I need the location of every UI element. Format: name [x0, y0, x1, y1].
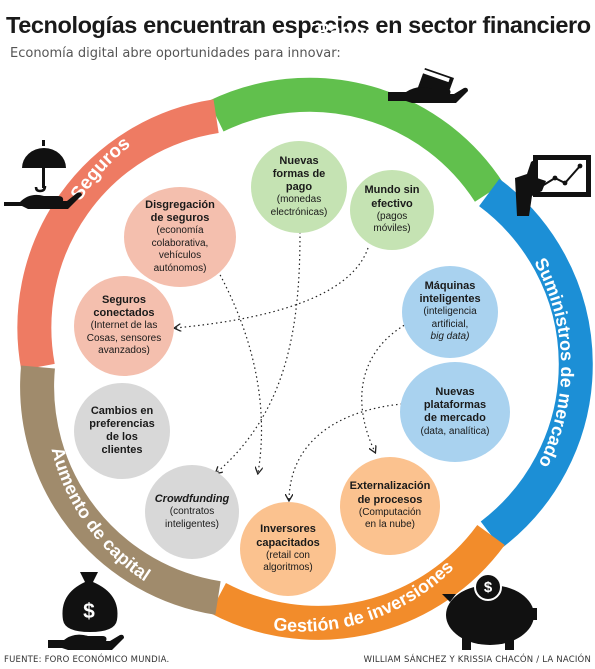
node-title-line: Inversores	[260, 523, 316, 536]
node-detail-line: (monedas	[276, 194, 322, 206]
node-detail-line: en la nube)	[364, 519, 416, 531]
arrow-disgregacion-to-crowdfunding	[217, 270, 262, 473]
node-detail-line: (Internet de las	[90, 320, 158, 332]
node-maquinas-inteligentes: Máquinas inteligentes (inteligencia arti…	[402, 266, 498, 358]
node-title-line: Máquinas	[424, 280, 476, 293]
node-inversores-capacitados: Inversores capacitados (retail con algor…	[240, 502, 336, 596]
node-detail-line: electrónicas)	[270, 206, 328, 218]
node-externalizacion-procesos: Externalización de procesos (Computación…	[340, 457, 440, 555]
node-detail-line: autónomos)	[153, 262, 207, 274]
svg-text:$: $	[83, 600, 95, 623]
node-title-line: efectivo	[371, 197, 413, 210]
node-title-line: de mercado	[424, 412, 486, 425]
node-cambios-preferencias: Cambios en preferencias de los clientes	[74, 383, 170, 479]
footer-credit: WILLIAM SÁNCHEZ Y KRISSIA CHACÓN / LA NA…	[363, 655, 591, 665]
node-detail-line: (economía	[156, 225, 204, 237]
page-title: Tecnologías encuentran espacios en secto…	[6, 12, 591, 38]
node-title-line: Crowdfunding	[154, 492, 230, 505]
node-detail-line: avanzados)	[98, 345, 150, 357]
node-detail-line: vehículos	[158, 250, 202, 262]
page-subtitle: Economía digital abre oportunidades para…	[10, 46, 341, 61]
node-detail-line: (Computación	[358, 506, 422, 518]
node-detail-line: móviles)	[373, 223, 411, 235]
node-seguros-conectados: Seguros conectados (Internet de las Cosa…	[74, 276, 174, 376]
node-title-line: de los	[106, 431, 138, 443]
node-title-line: Nuevas	[279, 154, 319, 167]
node-title-line: inteligentes	[419, 293, 481, 306]
node-detail-line: colaborativa,	[151, 237, 209, 249]
ring-segment-inversiones	[210, 524, 505, 640]
chart-screen-icon	[515, 155, 591, 216]
svg-text:$: $	[484, 579, 493, 596]
node-detail-line: (retail con	[266, 549, 310, 561]
node-detail-line: (data, analítica)	[420, 425, 490, 437]
node-title-line: plataformas	[423, 399, 487, 412]
node-detail-line: Cosas, sensores	[86, 332, 162, 344]
node-title-line: pago	[285, 181, 313, 194]
segment-label-pagos: Pagos	[317, 20, 377, 45]
node-title-line: clientes	[101, 444, 143, 457]
node-nuevas-plataformas: Nuevas plataformas de mercado (data, ana…	[400, 362, 510, 462]
footer-source: FUENTE: FORO ECONÓMICO MUNDIA.	[4, 655, 170, 665]
node-detail-line: (contratos	[169, 506, 215, 518]
ring-segment-seguros	[17, 99, 219, 371]
node-title-line: conectados	[93, 307, 155, 320]
node-title-line: Cambios en	[90, 404, 154, 417]
ring-segment-pagos	[208, 77, 504, 202]
ring-segment-suministros	[479, 178, 593, 549]
node-title-line: capacitados	[256, 536, 320, 549]
node-detail-line: (pagos	[376, 210, 408, 222]
money-bag-hand-icon: $	[48, 572, 124, 650]
ring-segment-capital	[20, 365, 221, 615]
node-title-line: Externalización	[349, 480, 431, 493]
node-title-line: Nuevas	[435, 385, 475, 398]
node-disgregacion-seguros: Disgregación de seguros (economía colabo…	[124, 187, 236, 287]
umbrella-hand-icon	[4, 140, 82, 209]
arrow-formaspago-to-crowdfunding	[216, 231, 301, 473]
node-detail-line: inteligentes)	[165, 518, 219, 530]
node-title-line: preferencias	[89, 417, 155, 430]
node-nuevas-formas-pago: Nuevas formas de pago (monedas electróni…	[251, 141, 347, 233]
node-title-line: Seguros	[101, 294, 146, 307]
node-title-line: Mundo sin	[364, 184, 420, 197]
node-title-line: de procesos	[357, 493, 423, 506]
node-detail-line: big data)	[430, 331, 470, 343]
node-title-line: formas de	[272, 167, 326, 180]
card-hand-icon	[388, 67, 468, 103]
node-mundo-sin-efectivo: Mundo sin efectivo (pagos móviles)	[350, 170, 434, 250]
arrow-maquinas-to-externalizacion	[361, 322, 409, 452]
node-detail-line: (inteligencia	[423, 306, 477, 318]
node-detail-line: artificial,	[431, 318, 469, 330]
piggy-bank-icon: $	[442, 573, 537, 650]
node-crowdfunding: Crowdfunding (contratos inteligentes)	[145, 465, 239, 559]
node-title-line: Disgregación	[145, 198, 215, 211]
node-detail-line: algoritmos)	[263, 562, 313, 574]
node-title-line: de seguros	[150, 212, 210, 224]
